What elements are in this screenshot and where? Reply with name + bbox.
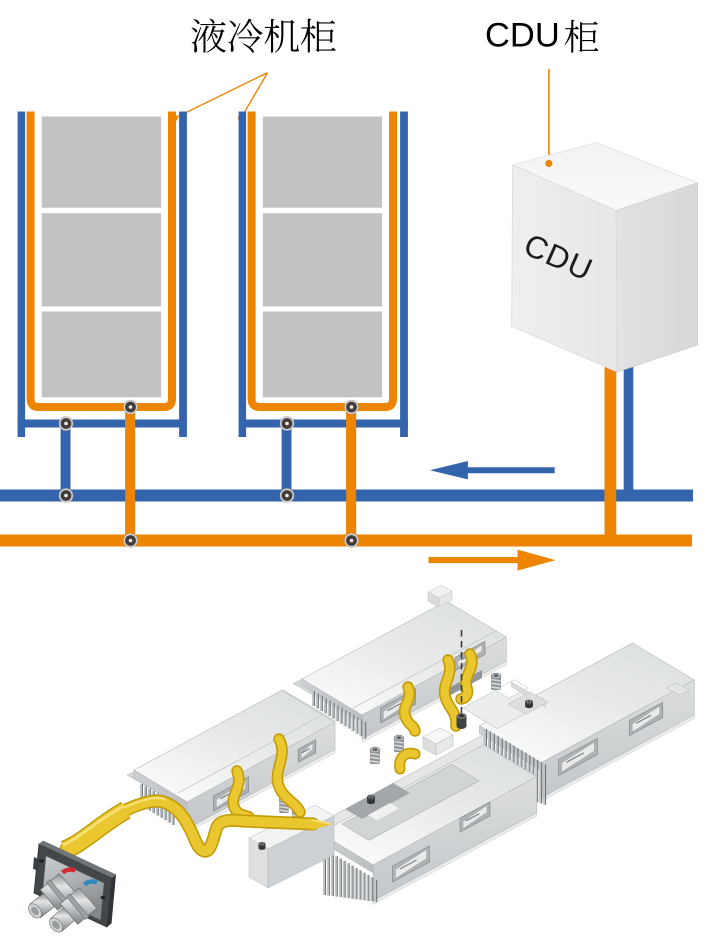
svg-text:CDU: CDU <box>485 17 560 55</box>
